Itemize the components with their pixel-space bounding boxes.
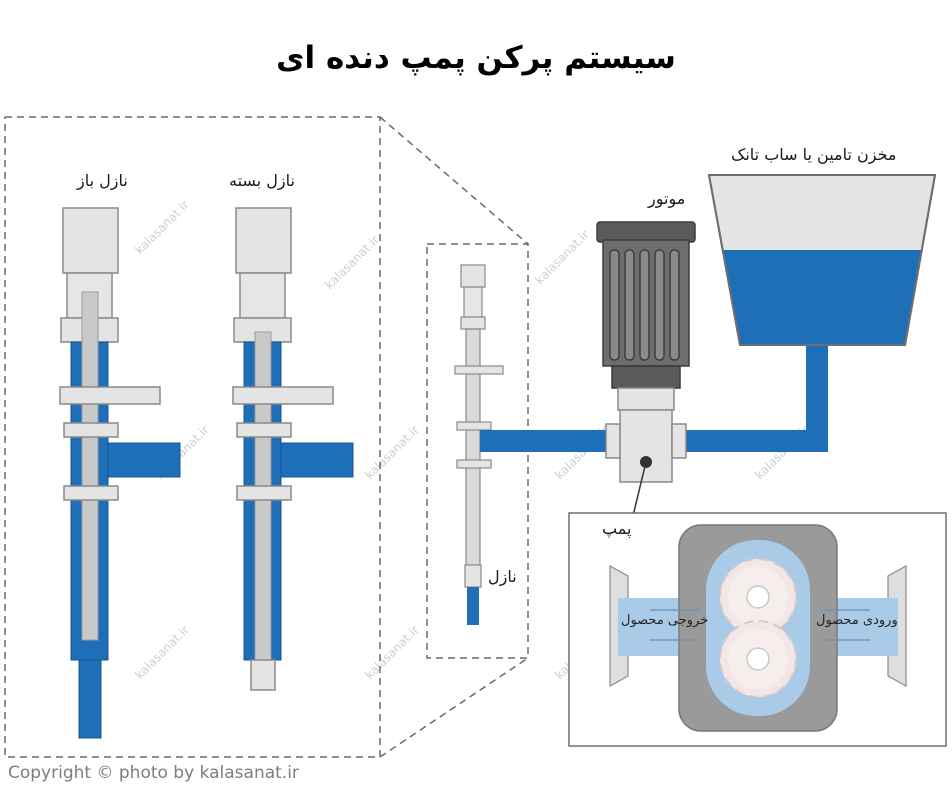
- pump-label: پمپ: [602, 519, 632, 538]
- small-nozzle: [454, 264, 504, 625]
- watermark: kalasanat.ir: [532, 228, 592, 288]
- zoom-callout: [4, 116, 529, 758]
- pipes: [480, 338, 828, 452]
- callout-line-bottom: [379, 657, 529, 758]
- watermark: kalasanat.ir: [322, 233, 382, 293]
- lower-gear: [719, 620, 797, 698]
- pipe-to-nozzle: [480, 430, 612, 452]
- callout-line-top: [379, 116, 529, 245]
- pump-body: [605, 409, 687, 521]
- diagram-title: سیستم پرکن پمپ دنده ای: [276, 40, 676, 76]
- watermark: kalasanat.ir: [362, 623, 422, 683]
- motor-label: موتور: [648, 189, 686, 208]
- product-inlet-label: ورودی محصول: [816, 613, 898, 628]
- watermark: kalasanat.ir: [362, 423, 422, 483]
- open-nozzle: [59, 207, 181, 739]
- pipe-to-tank-horizontal: [680, 430, 828, 452]
- closed-nozzle-label: نازل بسته: [229, 171, 295, 190]
- watermark: kalasanat.ir: [132, 623, 192, 683]
- open-nozzle-label: نازل باز: [77, 171, 128, 190]
- supply-tank: [707, 174, 937, 346]
- motor: [596, 221, 696, 411]
- pump-detail: [568, 512, 947, 747]
- upper-gear: [719, 558, 797, 636]
- copyright-notice: Copyright © photo by kalasanat.ir: [8, 763, 299, 783]
- watermark: kalasanat.ir: [132, 198, 192, 258]
- tank-label: مخزن تامین یا ساب تانک: [731, 145, 897, 164]
- nozzle-label: نازل: [488, 567, 517, 586]
- product-outlet-label: خروجی محصول: [621, 613, 709, 628]
- closed-nozzle: [232, 207, 354, 691]
- pipe-to-tank-vertical: [806, 338, 828, 452]
